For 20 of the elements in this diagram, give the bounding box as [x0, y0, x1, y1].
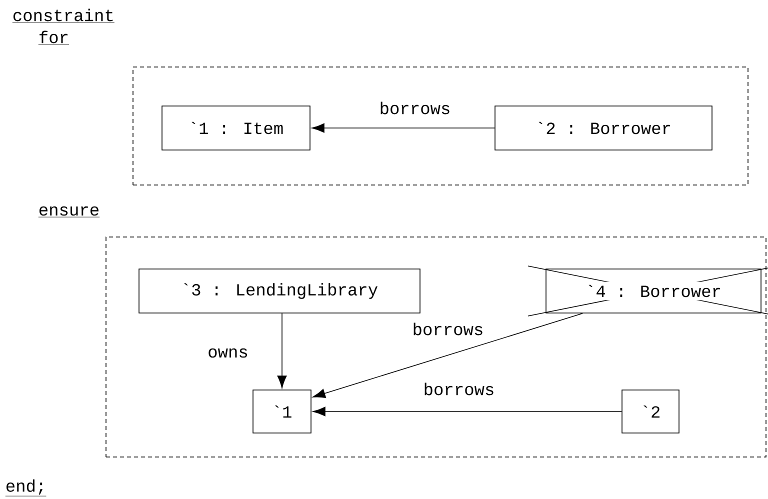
- arrow: [312, 123, 495, 133]
- arrow: [312, 313, 583, 398]
- object-box: `2 : Borrower: [494, 106, 712, 150]
- edge-label: borrows: [422, 382, 496, 396]
- keyword: for: [38, 30, 70, 45]
- dashed-frame: [106, 236, 766, 458]
- object-box: `1 : Item: [162, 106, 310, 150]
- arrow: [277, 313, 287, 388]
- object-box: `1: [252, 390, 312, 434]
- object-box: `4 : Borrower: [546, 268, 762, 314]
- edge-label: owns: [206, 347, 250, 359]
- keyword: end;: [5, 479, 46, 496]
- keyword: ensure: [38, 206, 100, 218]
- object-box: `2: [622, 390, 680, 434]
- object-box: `3 : LendingLibrary: [138, 268, 420, 314]
- arrow: [312, 406, 622, 416]
- edge-label: borrows: [378, 100, 452, 116]
- dashed-frame: [132, 66, 748, 186]
- keyword: constraint: [12, 8, 115, 23]
- edge-label: borrows: [411, 322, 485, 336]
